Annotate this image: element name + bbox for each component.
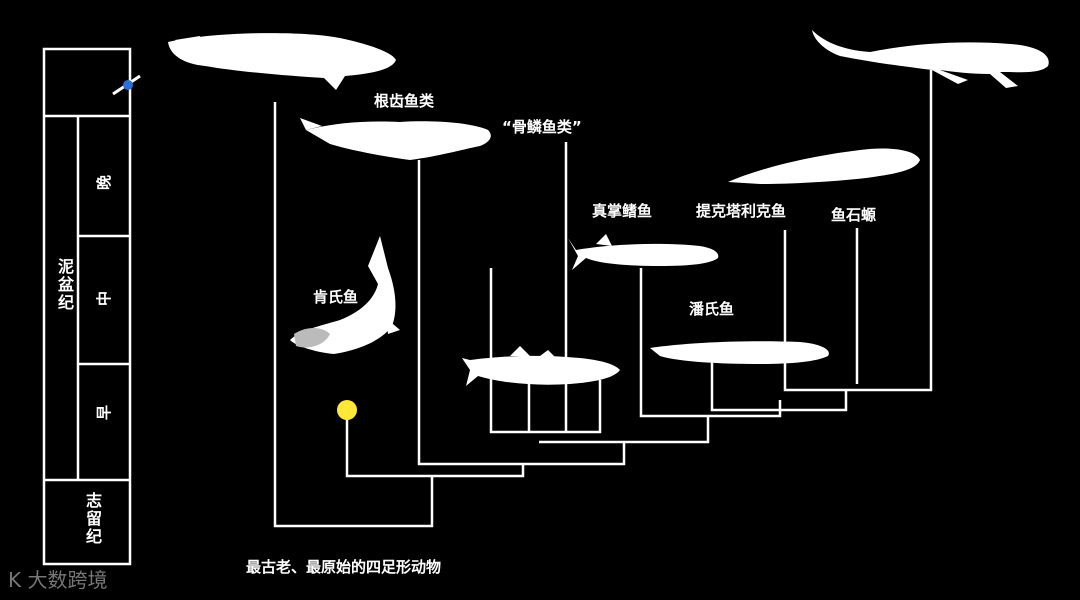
origin-node-marker xyxy=(337,400,357,420)
panderichthys-silhouette xyxy=(650,341,829,364)
cladogram xyxy=(273,70,933,528)
taxon-label-panderichthys: 潘氏鱼 xyxy=(689,300,735,318)
taxon-label-ichthyostega: 鱼石螈 xyxy=(831,206,877,224)
period-label-silurian: 志留纪 xyxy=(83,492,102,546)
epoch-label-middle: 中 xyxy=(95,290,114,307)
tiktaalik-silhouette xyxy=(728,148,920,184)
taxon-label-rhizodonts: 根齿鱼类 xyxy=(374,92,435,110)
kenichthys-silhouette xyxy=(290,236,400,354)
branch-root xyxy=(273,102,434,528)
time-scale-frame xyxy=(42,47,132,566)
branch-tiktaalik-ichthyostega xyxy=(783,70,933,392)
branch-panderichthys xyxy=(710,360,848,412)
watermark: K 大数跨境 xyxy=(8,564,107,593)
taxon-label-tiktaalik: 提克塔利克鱼 xyxy=(696,202,787,220)
eusthenopteron-silhouette xyxy=(568,234,719,270)
time-scale xyxy=(42,47,132,566)
ichthyostega-silhouette xyxy=(812,30,1049,88)
branch-eusthenopteron xyxy=(639,268,782,418)
watermark-text: 大数跨境 xyxy=(27,568,108,592)
branch-osteolepid-a xyxy=(489,268,602,434)
epoch-label-late: 晚 xyxy=(95,174,114,191)
period-label-devonian: 泥盆纪 xyxy=(55,258,74,312)
taxon-label-kenichthys: 肯氏鱼 xyxy=(313,288,359,306)
branch-rhizodonts xyxy=(417,160,626,466)
epoch-label-early: 早 xyxy=(95,404,114,421)
osteolepid-silhouette xyxy=(462,346,620,386)
branch-osteolepids-node xyxy=(539,416,710,444)
root-caption: 最古老、最原始的四足形动物 xyxy=(246,558,442,576)
branch-kenichthys xyxy=(345,410,525,478)
watermark-logo: K xyxy=(8,568,22,592)
rhizodont-silhouette xyxy=(300,118,491,160)
taxon-label-osteolepids: “骨鳞鱼类” xyxy=(502,118,582,136)
taxon-label-eusthenopteron: 真掌鳍鱼 xyxy=(592,202,653,220)
time-marker-icon xyxy=(112,74,141,96)
coelacanth-silhouette xyxy=(168,33,396,90)
